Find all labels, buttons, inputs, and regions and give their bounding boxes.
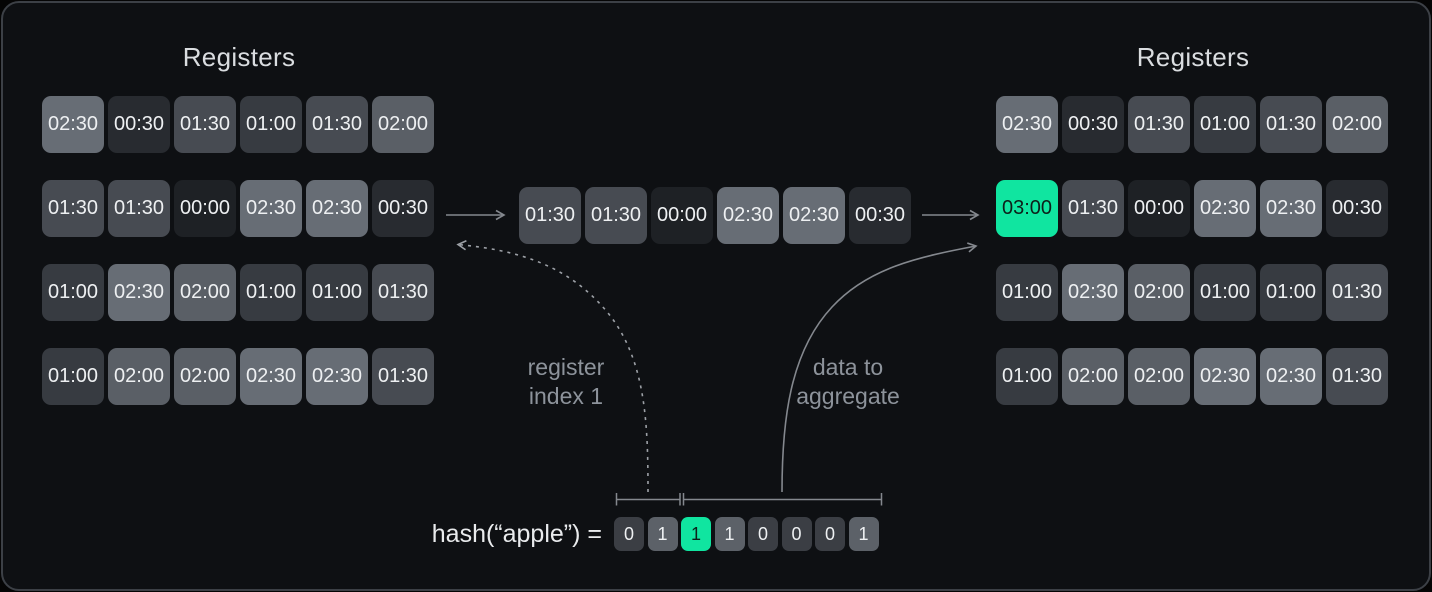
- register-cell: 02:00: [1062, 348, 1124, 405]
- register-cell-highlighted: 03:00: [996, 180, 1058, 237]
- register-cell: 00:00: [174, 180, 236, 237]
- register-cell: 01:30: [372, 264, 434, 321]
- hash-bit: 0: [815, 517, 845, 551]
- register-index-label-line2: index 1: [528, 383, 604, 409]
- register-cell: 02:30: [306, 348, 368, 405]
- register-cell: 02:30: [240, 348, 302, 405]
- register-cell: 02:00: [1128, 348, 1190, 405]
- register-cell: 02:30: [996, 96, 1058, 153]
- register-cell: 01:00: [996, 348, 1058, 405]
- register-cell: 02:30: [42, 96, 104, 153]
- register-index-label: register index 1: [486, 353, 646, 411]
- register-cell: 00:30: [1326, 180, 1388, 237]
- register-cell: 02:00: [174, 264, 236, 321]
- register-cell: 02:30: [1194, 348, 1256, 405]
- hash-bit: 0: [781, 517, 812, 551]
- register-cell: 02:30: [1260, 348, 1322, 405]
- register-cell: 02:00: [174, 348, 236, 405]
- register-cell: 01:30: [42, 180, 104, 237]
- register-cell: 01:30: [108, 180, 170, 237]
- hash-bit-highlighted: 1: [681, 517, 711, 551]
- hash-bit: 1: [848, 517, 879, 551]
- register-cell: 01:00: [306, 264, 368, 321]
- register-cell: 02:30: [240, 180, 302, 237]
- register-cell: 02:30: [108, 264, 170, 321]
- hash-bit: 0: [614, 517, 644, 551]
- register-cell: 00:30: [1062, 96, 1124, 153]
- right-registers-title: Registers: [1136, 42, 1250, 72]
- register-cell: 00:30: [108, 96, 170, 153]
- register-cell: 01:30: [519, 187, 581, 244]
- register-cell: 01:30: [174, 96, 236, 153]
- register-cell: 01:00: [996, 264, 1058, 321]
- register-cell: 02:00: [108, 348, 170, 405]
- register-cell: 00:00: [1128, 180, 1190, 237]
- hash-bit: 1: [647, 517, 678, 551]
- register-cell: 01:00: [1260, 264, 1322, 321]
- register-cell: 02:00: [1326, 96, 1388, 153]
- register-cell: 01:00: [1194, 96, 1256, 153]
- hash-bit: 1: [714, 517, 745, 551]
- data-aggregate-label-line2: aggregate: [796, 383, 900, 409]
- register-cell: 02:30: [1260, 180, 1322, 237]
- register-cell: 01:30: [1062, 180, 1124, 237]
- register-cell: 01:30: [1260, 96, 1322, 153]
- register-cell: 02:30: [1062, 264, 1124, 321]
- register-cell: 02:30: [1194, 180, 1256, 237]
- register-cell: 01:00: [1194, 264, 1256, 321]
- register-cell: 01:30: [1128, 96, 1190, 153]
- register-cell: 01:30: [1326, 348, 1388, 405]
- register-cell: 01:30: [372, 348, 434, 405]
- register-cell: 02:00: [372, 96, 434, 153]
- register-cell: 02:30: [717, 187, 779, 244]
- data-aggregate-label-line1: data to: [812, 354, 884, 380]
- hash-expression-label: hash(“apple”) =: [431, 520, 602, 548]
- register-cell: 01:30: [1326, 264, 1388, 321]
- register-index-label-line1: register: [527, 354, 605, 380]
- register-cell: 01:00: [240, 96, 302, 153]
- register-cell: 01:00: [240, 264, 302, 321]
- register-cell: 01:30: [306, 96, 368, 153]
- register-cell: 00:00: [651, 187, 713, 244]
- register-cell: 01:00: [42, 348, 104, 405]
- register-cell: 01:30: [585, 187, 647, 244]
- register-cell: 02:30: [306, 180, 368, 237]
- data-aggregate-label: data to aggregate: [768, 353, 928, 411]
- register-cell: 00:30: [372, 180, 434, 237]
- hash-bit: 0: [748, 517, 778, 551]
- register-cell: 01:00: [42, 264, 104, 321]
- register-cell: 02:30: [783, 187, 845, 244]
- register-cell: 02:00: [1128, 264, 1190, 321]
- left-registers-title: Registers: [182, 42, 296, 72]
- register-cell: 00:30: [849, 187, 911, 244]
